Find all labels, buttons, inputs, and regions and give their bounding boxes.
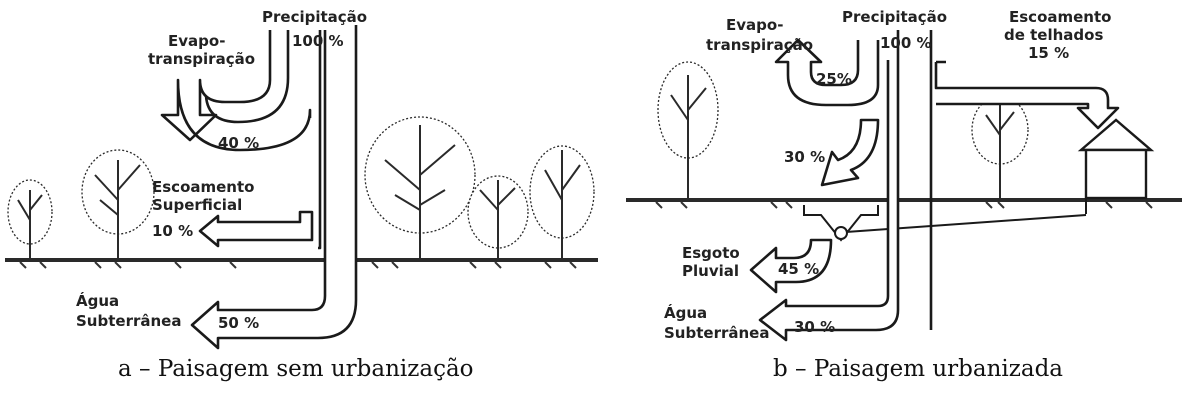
infiltration-value: 30 % [784, 148, 825, 166]
precipitation-label: Precipitação [262, 8, 367, 26]
evapo-label-line2: transpiração [706, 36, 813, 54]
runoff-label-line2: Superficial [152, 196, 242, 214]
evapo-value: 25% [816, 70, 852, 88]
precipitation-value: 100 % [292, 32, 344, 50]
tree-left [657, 61, 719, 198]
sewer-label-line1: Esgoto [682, 244, 740, 262]
evapo-value: 40 % [218, 134, 259, 152]
groundwater-label-line2: Subterrânea [76, 312, 181, 330]
evapo-label-line2: transpiração [148, 50, 255, 68]
groundwater-label-line2: Subterrânea [664, 324, 769, 342]
ground-line [626, 198, 1182, 202]
house [1077, 118, 1155, 200]
ground-hatching [655, 201, 1153, 209]
tree-small-left [7, 179, 53, 258]
tree-far-right [529, 145, 595, 258]
tree-right [971, 95, 1029, 198]
diagram-panel-b: Evapo- transpiração 25% Precipitação 100… [626, 0, 1182, 350]
precipitation-label: Precipitação [842, 8, 947, 26]
tree-large-right [364, 116, 476, 258]
precipitation-value: 100 % [880, 34, 932, 52]
ground-hatching [19, 261, 577, 269]
caption-a: a – Paisagem sem urbanização [118, 356, 474, 382]
groundwater-label-line1: Água [76, 291, 119, 310]
surface-runoff-flow-arrow [198, 210, 314, 248]
storm-drain [803, 198, 1087, 242]
evapo-label-line1: Evapo- [168, 32, 225, 50]
runoff-label-line1: Escoamento [152, 178, 254, 196]
roof-runoff-label-line1: Escoamento [1009, 8, 1111, 26]
groundwater-label-line1: Água [664, 303, 707, 322]
diagram-a-svg: Precipitação 100 % Evapo- transpiração 4… [5, 8, 598, 350]
storm-sewer-flow-arrow [749, 238, 833, 294]
groundwater-value: 30 % [794, 318, 835, 336]
caption-b: b – Paisagem urbanizada [773, 356, 1064, 382]
evapo-label-line1: Evapo- [726, 16, 783, 34]
evapotranspiration-flow-arrow [160, 30, 312, 152]
roof-runoff-value: 15 % [1028, 44, 1069, 62]
evapotranspiration-flow-arrow [774, 38, 880, 107]
ground-line [5, 258, 598, 262]
groundwater-value: 50 % [218, 314, 259, 332]
diagram-panel-a: Precipitação 100 % Evapo- transpiração 4… [0, 0, 600, 350]
sewer-value: 45 % [778, 260, 819, 278]
runoff-value: 10 % [152, 222, 193, 240]
precipitation-flow-arrow [758, 30, 933, 342]
roof-runoff-label-line2: de telhados [1004, 26, 1103, 44]
tree-small-right [467, 175, 529, 258]
roof-runoff-flow-arrow [934, 60, 1120, 130]
sewer-label-line2: Pluvial [682, 262, 739, 280]
infiltration-flow-arrow [820, 118, 880, 187]
diagram-b-svg: Evapo- transpiração 25% Precipitação 100… [626, 8, 1182, 342]
tree-medium-left [81, 149, 155, 258]
precipitation-flow-arrow [190, 25, 358, 350]
